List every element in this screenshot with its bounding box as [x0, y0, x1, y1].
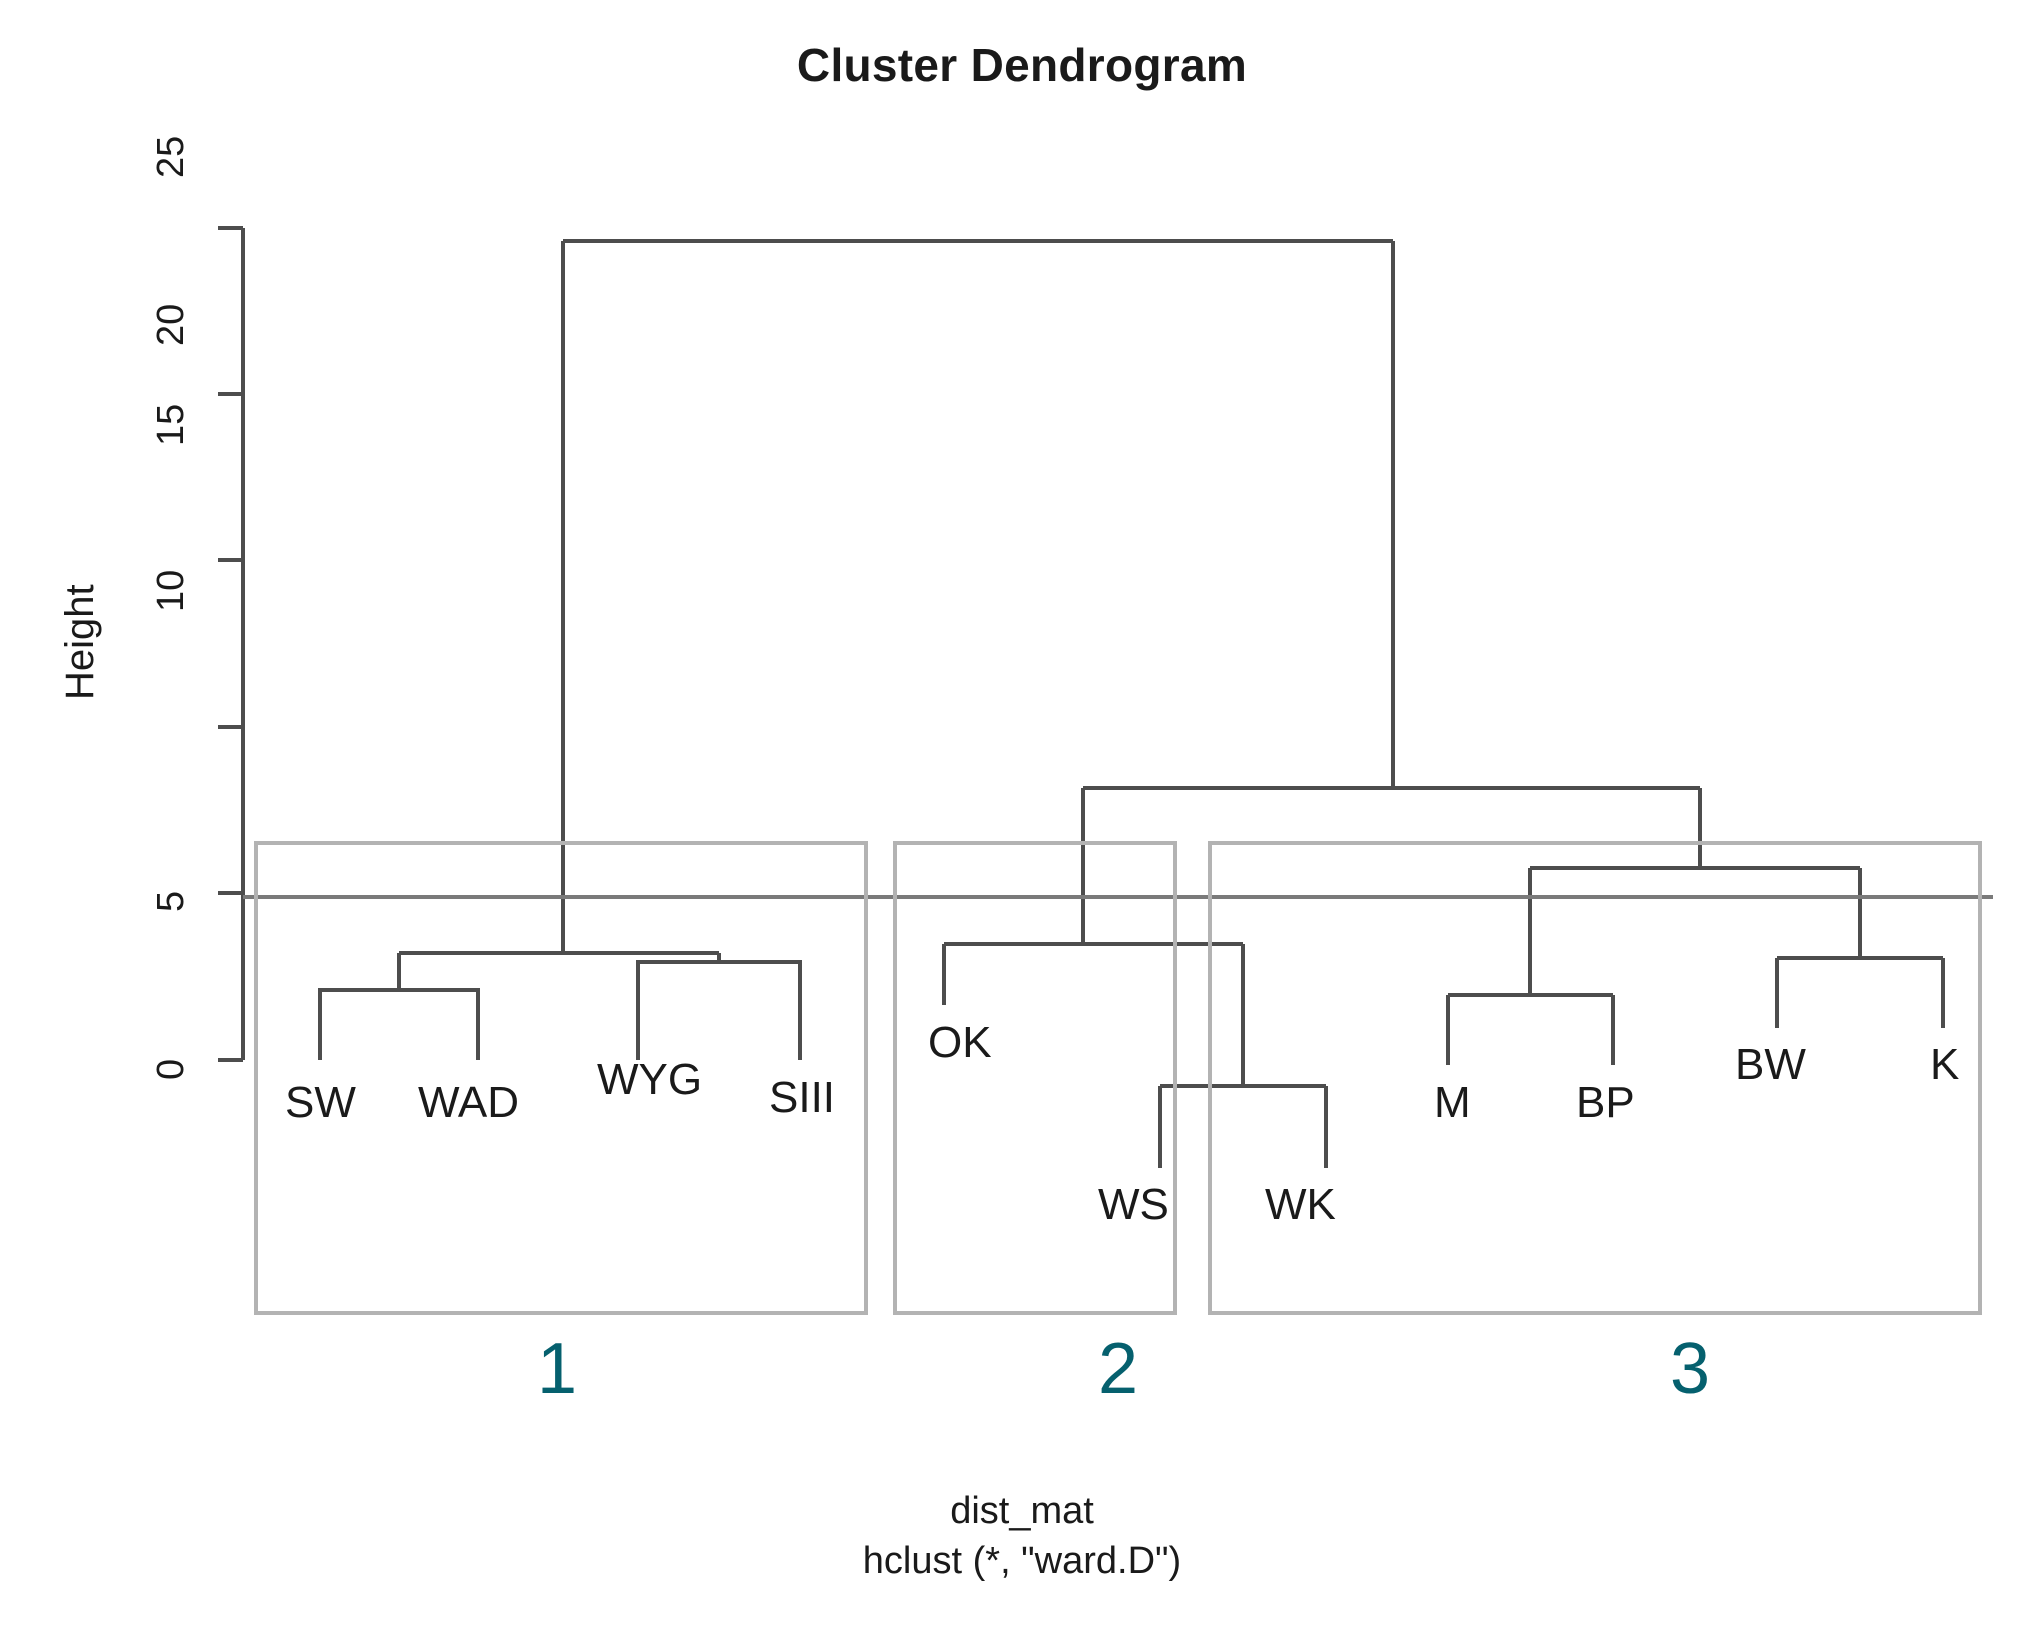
leaf-label-wyg: WYG — [597, 1055, 703, 1104]
leaf-label-wk: WK — [1265, 1180, 1336, 1229]
leaf-label-ok: OK — [928, 1018, 992, 1067]
cluster-box-3 — [1208, 841, 1982, 1315]
cluster-box-2 — [893, 841, 1177, 1315]
leaf-label-ws: WS — [1098, 1180, 1169, 1229]
leaf-label-m: M — [1434, 1078, 1471, 1127]
leaf-label-sw: SW — [285, 1078, 356, 1127]
page-title: Cluster Dendrogram — [796, 39, 1248, 91]
linkage-tree — [318, 239, 1945, 1168]
cluster-number-1: 1 — [537, 1329, 578, 1409]
cluster-number-3: 3 — [1670, 1329, 1711, 1409]
leaf-label-bp: BP — [1576, 1078, 1635, 1127]
caption-line-1: dist_mat — [950, 1490, 1094, 1532]
merge-wyg-siii — [636, 960, 802, 1060]
leaf-label-siii: SIII — [769, 1073, 836, 1122]
leaf-label-k: K — [1930, 1040, 1960, 1089]
cluster-number-2: 2 — [1098, 1329, 1139, 1409]
leaf-label-bw: BW — [1735, 1040, 1806, 1089]
leaf-label-wad: WAD — [418, 1078, 520, 1127]
merge-sw-wad — [318, 988, 480, 1060]
caption-line-2: hclust (*, "ward.D") — [862, 1540, 1182, 1582]
cluster-box-1 — [254, 841, 868, 1315]
